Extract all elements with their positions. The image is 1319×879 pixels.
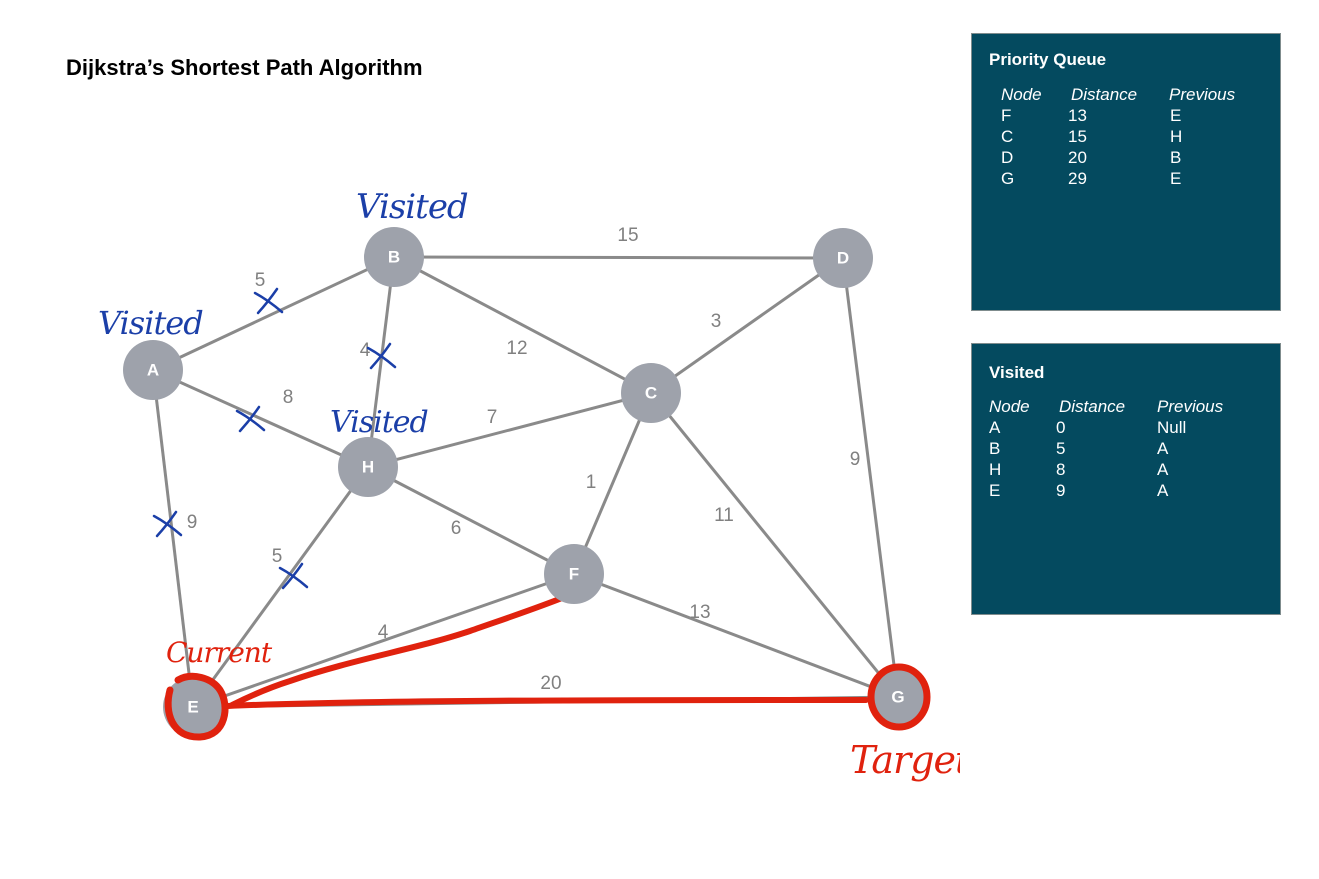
edge-weight-d-g: 9 bbox=[850, 449, 861, 470]
highlight-path-e-g bbox=[225, 697, 869, 709]
edge-weight-b-d: 15 bbox=[617, 225, 638, 246]
edge-weight-e-f: 4 bbox=[378, 622, 389, 643]
column-header: Node bbox=[1001, 85, 1042, 104]
current-label: Current bbox=[166, 636, 273, 669]
target-node-circle bbox=[867, 663, 931, 731]
edge-b-d bbox=[393, 255, 844, 260]
edge-weight-f-g: 13 bbox=[689, 602, 710, 623]
edge-b-c bbox=[393, 255, 652, 395]
edge-weight-c-g: 11 bbox=[714, 505, 734, 526]
table-cell: D bbox=[1001, 148, 1014, 167]
edge-c-g bbox=[649, 392, 900, 698]
column-header: Previous bbox=[1157, 397, 1224, 416]
crossed-out-mark bbox=[235, 405, 266, 433]
table-cell: E bbox=[989, 481, 1001, 500]
table-cell: E bbox=[1170, 106, 1182, 125]
table-cell: Null bbox=[1157, 418, 1187, 437]
node-label: C bbox=[645, 383, 657, 402]
table-cell: H bbox=[1170, 127, 1183, 146]
node-f: F bbox=[544, 544, 604, 604]
table-cell: A bbox=[989, 418, 1001, 437]
table-cell: 5 bbox=[1056, 439, 1066, 458]
table-cell: 15 bbox=[1068, 127, 1087, 146]
node-g: G bbox=[868, 667, 928, 727]
table-cell: 20 bbox=[1068, 148, 1087, 167]
node-c: C bbox=[621, 363, 681, 423]
edge-a-b bbox=[152, 255, 395, 372]
edge-weight-c-f: 1 bbox=[586, 472, 597, 493]
current-node-circle bbox=[164, 672, 229, 741]
crossed-out-mark bbox=[366, 342, 397, 370]
table-cell: B bbox=[989, 439, 1001, 458]
table-cell: C bbox=[1001, 127, 1014, 146]
priority-queue-title: Priority Queue bbox=[989, 50, 1107, 69]
node-label: B bbox=[388, 247, 400, 266]
table-cell: 8 bbox=[1056, 460, 1066, 479]
node-e: E bbox=[163, 677, 223, 737]
visited-label-h: Visited bbox=[330, 405, 428, 440]
edge-d-g bbox=[841, 257, 900, 698]
target-label: Target bbox=[850, 738, 960, 782]
edge-weight-a-h: 8 bbox=[283, 387, 294, 408]
visited-label-a: Visited bbox=[98, 304, 203, 342]
table-cell: E bbox=[1170, 169, 1182, 188]
edge-c-d bbox=[650, 256, 844, 395]
edge-weight-b-h: 4 bbox=[360, 340, 371, 361]
table-cell: B bbox=[1170, 148, 1182, 167]
edge-h-c bbox=[367, 391, 652, 469]
edge-weight-e-g: 20 bbox=[540, 673, 561, 694]
table-cell: 13 bbox=[1068, 106, 1087, 125]
edge-weight-a-b: 5 bbox=[255, 270, 266, 291]
edge-b-h bbox=[366, 256, 396, 468]
node-b: B bbox=[364, 227, 424, 287]
node-label: H bbox=[362, 457, 374, 476]
table-cell: G bbox=[1001, 169, 1015, 188]
node-a: A bbox=[123, 340, 183, 400]
visited-title: Visited bbox=[989, 363, 1045, 382]
table-cell: H bbox=[989, 460, 1002, 479]
column-header: Node bbox=[989, 397, 1030, 416]
node-label: A bbox=[147, 360, 159, 379]
edge-h-e bbox=[191, 466, 370, 708]
node-h: H bbox=[338, 437, 398, 497]
edge-a-h bbox=[152, 368, 369, 469]
table-cell: A bbox=[1157, 460, 1169, 479]
column-header: Distance bbox=[1059, 397, 1126, 416]
edge-c-f bbox=[572, 392, 653, 575]
edge-e-f bbox=[192, 572, 575, 709]
table-cell: 29 bbox=[1068, 169, 1087, 188]
crossed-out-mark bbox=[253, 287, 284, 315]
table-cell: A bbox=[1157, 439, 1169, 458]
node-d: D bbox=[813, 228, 873, 288]
edge-weight-b-c: 12 bbox=[506, 338, 527, 359]
edge-weight-c-d: 3 bbox=[711, 311, 722, 332]
edge-weight-a-e: 9 bbox=[187, 512, 198, 533]
edge-weight-h-c: 7 bbox=[487, 407, 498, 428]
visited-label-b: Visited bbox=[356, 187, 468, 227]
edge-weight-h-f: 6 bbox=[451, 518, 462, 539]
node-label: D bbox=[837, 248, 849, 267]
column-header: Distance bbox=[1071, 85, 1138, 104]
table-cell: 0 bbox=[1056, 418, 1066, 437]
node-label: G bbox=[891, 687, 904, 706]
table-cell: 9 bbox=[1056, 481, 1066, 500]
highlight-path-e-f bbox=[229, 593, 570, 708]
node-label: E bbox=[187, 697, 198, 716]
table-cell: F bbox=[1001, 106, 1012, 125]
edge-h-f bbox=[367, 465, 575, 576]
column-header: Previous bbox=[1169, 85, 1236, 104]
node-label: F bbox=[569, 564, 579, 583]
edge-a-e bbox=[151, 369, 195, 708]
edge-weight-h-e: 5 bbox=[272, 546, 283, 567]
page-title: Dijkstra’s Shortest Path Algorithm bbox=[66, 55, 423, 80]
crossed-out-mark bbox=[278, 562, 309, 590]
table-cell: A bbox=[1157, 481, 1169, 500]
edge-f-g bbox=[573, 572, 899, 699]
crossed-out-mark bbox=[152, 510, 183, 538]
